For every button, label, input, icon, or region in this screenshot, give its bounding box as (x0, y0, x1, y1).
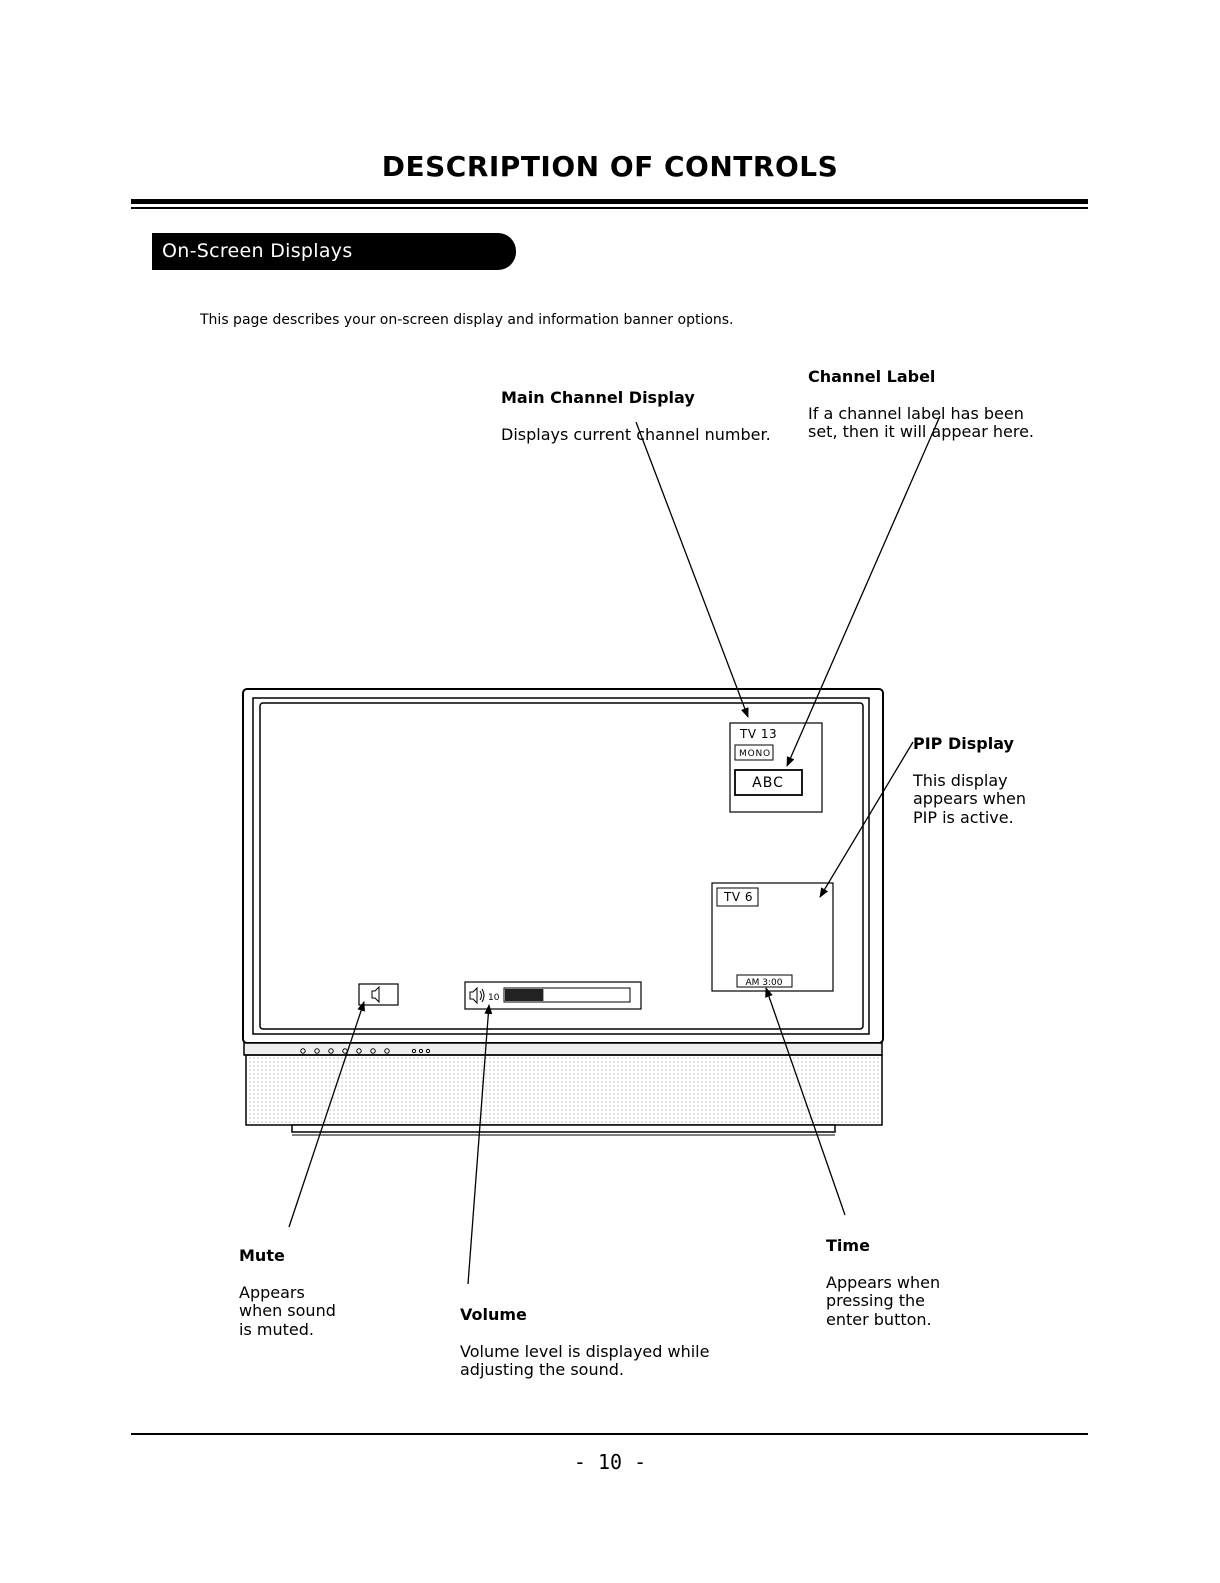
intro-text: This page describes your on-screen displ… (200, 312, 734, 328)
mute-indicator (358, 983, 399, 1006)
callout-body: Appears when sound is muted. (239, 1282, 336, 1339)
speaker-muted-icon (371, 985, 380, 1004)
title-rule (131, 199, 1088, 204)
callout-volume: Volume Volume level is displayed while a… (460, 1287, 709, 1380)
channel-number: TV 13 (739, 727, 777, 741)
footer-rule (131, 1433, 1088, 1435)
leader-channel-label (786, 415, 941, 767)
callout-time: Time Appears when pressing the enter but… (826, 1218, 940, 1329)
leader-main-channel (635, 421, 749, 718)
callout-mute: Mute Appears when sound is muted. (239, 1228, 336, 1339)
callout-heading: Channel Label (808, 366, 936, 386)
page-number: - 10 - (573, 1450, 647, 1474)
callout-body: Appears when pressing the enter button. (826, 1272, 941, 1329)
callout-main-channel: Main Channel Display Displays current ch… (501, 370, 771, 444)
callout-heading: Volume (460, 1304, 527, 1324)
speaker-volume-icon (469, 986, 485, 1005)
callout-body: This display appears when PIP is active. (913, 770, 1026, 827)
pip-channel: TV 6 (723, 890, 753, 904)
callout-heading: Time (826, 1235, 870, 1255)
leader-mute (288, 1001, 365, 1228)
audio-mode: MONO (739, 749, 771, 759)
channel-display-box: TV 13 MONO ABC (729, 722, 823, 813)
front-panel-buttons (300, 1048, 431, 1054)
callout-channel-label: Channel Label If a channel label has bee… (808, 349, 1034, 442)
time-display: AM 3:00 (746, 978, 783, 988)
channel-label: ABC (752, 775, 784, 791)
leader-lines (288, 415, 941, 1285)
pip-window: TV 6 AM 3:00 (711, 882, 834, 992)
volume-indicator: 10 (464, 981, 642, 1010)
callout-heading: Main Channel Display (501, 387, 695, 407)
leader-volume (467, 1004, 493, 1285)
callout-heading: Mute (239, 1245, 285, 1265)
callout-body: Volume level is displayed while adjustin… (460, 1341, 710, 1379)
title-rule-thin (131, 207, 1088, 209)
callout-body: Displays current channel number. (501, 424, 771, 444)
page-title: DESCRIPTION OF CONTROLS (381, 150, 839, 183)
callout-heading: PIP Display (913, 733, 1014, 753)
leader-time (765, 987, 846, 1216)
volume-value: 10 (488, 993, 500, 1003)
section-heading: On-Screen Displays (152, 233, 516, 270)
leader-pip (819, 741, 914, 898)
callout-body: If a channel label has been set, then it… (808, 403, 1034, 441)
volume-level-fill (505, 989, 544, 1001)
callout-pip: PIP Display This display appears when PI… (913, 716, 1026, 827)
